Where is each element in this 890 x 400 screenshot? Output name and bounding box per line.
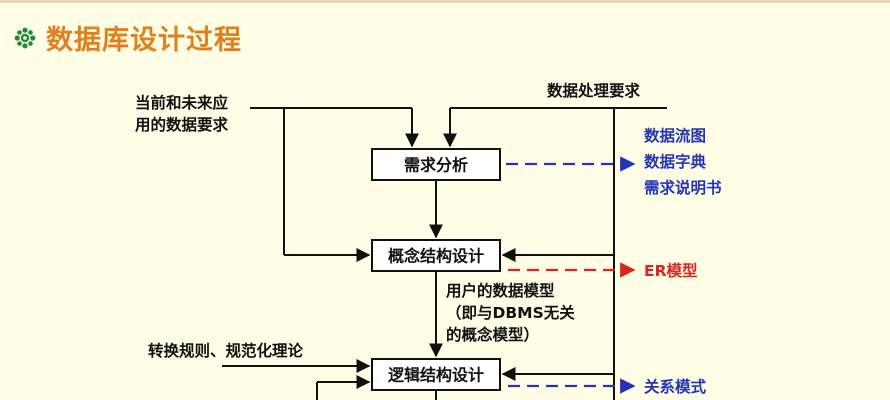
output-data-dictionary: 数据字典 bbox=[644, 152, 707, 171]
output-relational-schema: 关系模式 bbox=[644, 377, 707, 396]
current-future-data-label-line2: 用的数据要求 bbox=[135, 115, 229, 134]
logical-design-label: 逻辑结构设计 bbox=[388, 366, 484, 385]
conceptual-design-label: 概念结构设计 bbox=[388, 247, 484, 266]
conceptual-design-box bbox=[371, 239, 501, 272]
conversion-rules-label: 转换规则、规范化理论 bbox=[148, 341, 304, 360]
top-rule bbox=[0, 0, 890, 3]
page-title: 数据库设计过程 bbox=[46, 25, 242, 56]
requirements-analysis-label: 需求分析 bbox=[404, 156, 468, 175]
title-bar: 数据库设计过程 bbox=[14, 18, 242, 57]
user-data-model-annotation-line1: 用户的数据模型 bbox=[446, 281, 555, 300]
output-requirements-spec: 需求说明书 bbox=[644, 178, 722, 197]
user-data-model-annotation-line2: （即与DBMS无关 bbox=[446, 303, 575, 322]
processing-requirements-label: 数据处理要求 bbox=[547, 81, 641, 100]
output-er-model: ER模型 bbox=[644, 261, 698, 280]
output-data-flow-diagram: 数据流图 bbox=[644, 126, 706, 145]
user-data-model-annotation-line3: 的概念模型） bbox=[446, 325, 539, 344]
current-future-data-label-line1: 当前和未来应 bbox=[135, 93, 229, 112]
logical-design-box bbox=[371, 358, 501, 391]
gear-flower-icon bbox=[14, 27, 36, 48]
